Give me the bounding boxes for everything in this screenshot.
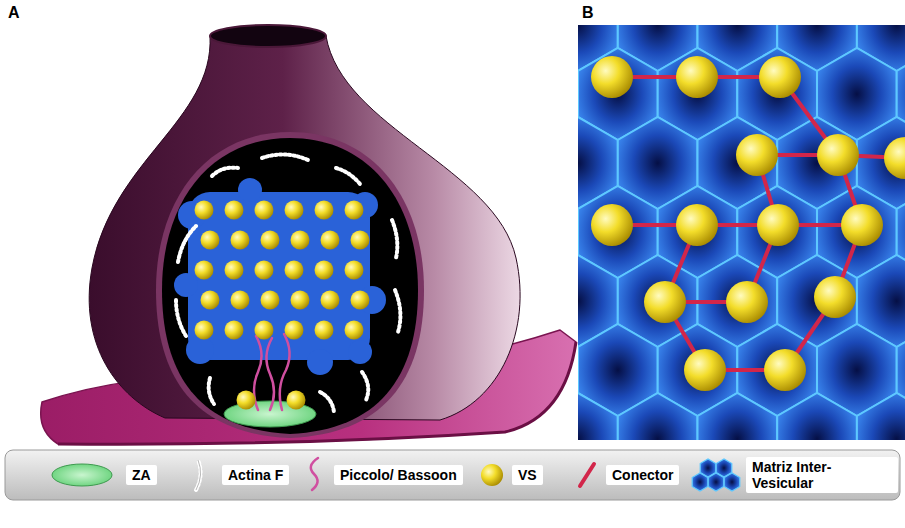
matrix-cell <box>698 393 778 440</box>
vesicle <box>726 281 768 323</box>
panel-b-ground <box>578 25 905 440</box>
vesicle <box>225 321 244 340</box>
vesicle <box>884 137 905 179</box>
vesicle <box>757 204 799 246</box>
panel-label: B <box>582 4 594 22</box>
matrix-cell <box>578 393 618 440</box>
legend-swatch-vesicle <box>481 464 503 486</box>
inter-vesicular-matrix <box>578 25 905 440</box>
vesicle <box>315 321 334 340</box>
matrix-cell <box>692 473 708 491</box>
vesicle <box>321 231 340 250</box>
legend-swatch-za <box>52 464 112 486</box>
vesicle <box>285 201 304 220</box>
vesicle <box>261 231 280 250</box>
legend-swatch-actin <box>196 460 201 490</box>
legend-swatch-actin-outline <box>196 460 201 490</box>
vesicle <box>817 134 859 176</box>
vesicle <box>255 201 274 220</box>
legend-label: VS <box>512 465 543 485</box>
legend-swatch-piccolo <box>311 458 318 490</box>
vesicle <box>315 201 334 220</box>
vesicle <box>351 291 370 310</box>
vesicle <box>237 391 256 410</box>
vesicle <box>736 134 778 176</box>
vesicle <box>345 201 364 220</box>
vesicle <box>201 291 220 310</box>
matrix-cell <box>618 393 698 440</box>
synaptic-vesicles <box>195 201 370 410</box>
legend-swatch-matrix <box>692 459 740 491</box>
legend-label: Actina F <box>222 465 289 485</box>
legend-bar <box>5 450 900 500</box>
vesicle <box>195 321 214 340</box>
vesicle <box>231 291 250 310</box>
matrix-cell <box>777 393 857 440</box>
vesicle <box>201 231 220 250</box>
vesicle <box>841 204 883 246</box>
vesicle <box>351 231 370 250</box>
vesicle <box>291 231 310 250</box>
vesicle <box>261 291 280 310</box>
vesicle <box>195 201 214 220</box>
vesicle <box>345 321 364 340</box>
vesicle <box>345 261 364 280</box>
vesicle <box>591 56 633 98</box>
vesicle <box>285 261 304 280</box>
synaptic-vesicles <box>591 56 905 391</box>
vesicle <box>287 391 306 410</box>
vesicle <box>255 321 274 340</box>
matrix-cell <box>857 393 905 440</box>
terminal-opening <box>210 25 326 47</box>
vesicle <box>285 321 304 340</box>
cutaway-rim <box>156 132 424 438</box>
piccolo-bassoon <box>254 334 290 410</box>
connectors <box>612 77 905 370</box>
vesicle <box>321 291 340 310</box>
vesicle <box>315 261 334 280</box>
vesicle <box>255 261 274 280</box>
vesicle <box>225 261 244 280</box>
legend-label: Piccolo/ Bassoon <box>334 465 463 485</box>
vesicle <box>676 56 718 98</box>
vesicle <box>644 281 686 323</box>
matrix-cell <box>724 473 740 491</box>
cutaway-interior <box>162 138 418 434</box>
vesicle <box>764 349 806 391</box>
matrix-cell <box>708 473 724 491</box>
vesicle <box>231 231 250 250</box>
vesicle <box>814 276 856 318</box>
vesicle <box>676 204 718 246</box>
vesicle <box>684 349 726 391</box>
vesicle <box>225 201 244 220</box>
vesicle <box>591 204 633 246</box>
legend-label: Conector <box>606 465 679 485</box>
panel-label: A <box>8 4 20 22</box>
vesicle <box>195 261 214 280</box>
actin-filaments <box>176 154 400 412</box>
inter-vesicular-matrix <box>174 178 386 375</box>
vesicle <box>291 291 310 310</box>
legend-label: ZA <box>126 465 157 485</box>
vesicle <box>759 56 801 98</box>
legend-label: Matriz Inter-Vesicular <box>746 457 898 493</box>
legend-swatch-connector <box>580 464 594 486</box>
